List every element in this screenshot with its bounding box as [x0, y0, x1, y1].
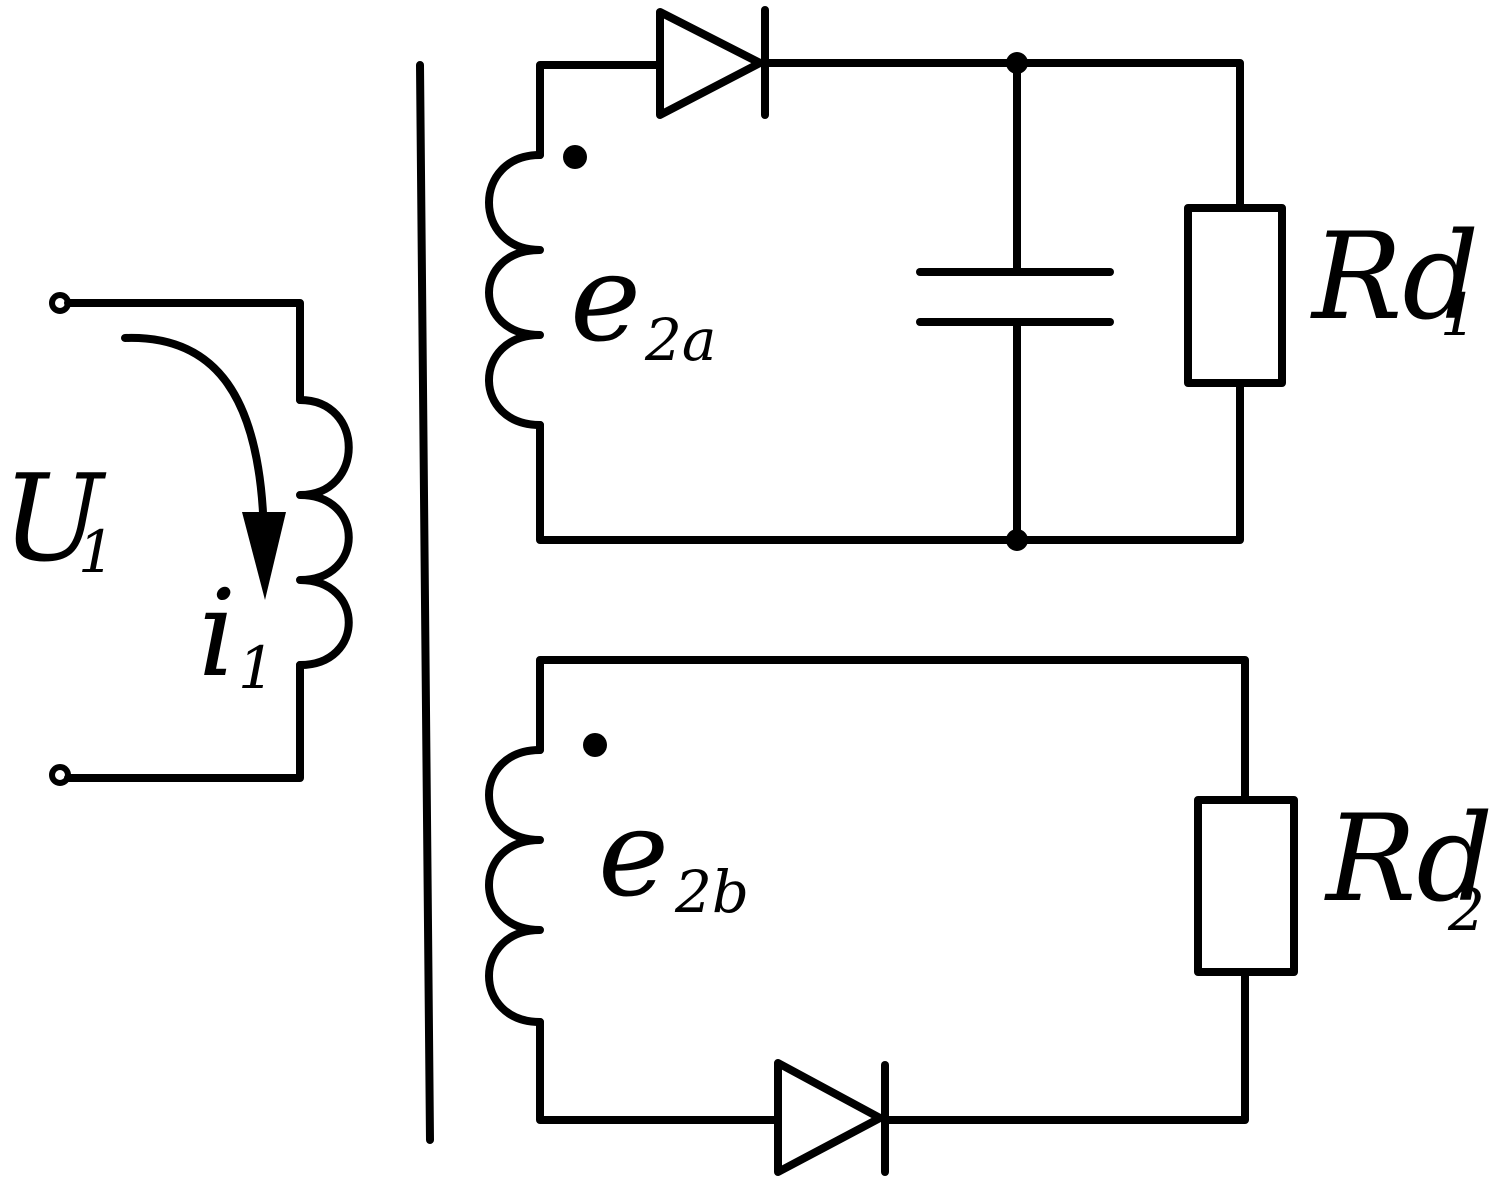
capacitor-a	[916, 59, 1114, 542]
svg-text:U: U	[2, 450, 107, 589]
primary-wire-top	[64, 299, 304, 404]
diode-a	[656, 6, 769, 119]
secondary-circuit-b	[485, 656, 1298, 1176]
transformer-core	[416, 61, 434, 1144]
primary-wire-bottom	[64, 661, 304, 782]
wire-b-right	[881, 968, 1249, 1124]
svg-text:Rd: Rd	[1324, 790, 1492, 929]
winding-a-top-wire	[536, 61, 664, 159]
resistor-rd1	[1184, 204, 1286, 387]
svg-text:e: e	[570, 230, 641, 369]
svg-text:2b: 2b	[674, 858, 749, 926]
wire-b-top	[536, 656, 1249, 804]
svg-text:i: i	[198, 565, 236, 704]
label-rd2: Rd 2	[1324, 790, 1492, 944]
primary-winding	[296, 396, 353, 669]
secondary-circuit-a	[485, 6, 1286, 551]
svg-text:e: e	[598, 785, 669, 924]
current-arrowhead	[242, 512, 286, 600]
svg-text:Rd: Rd	[1310, 208, 1479, 347]
wire-b-bottom	[536, 1018, 782, 1124]
wire-a-bottom	[536, 379, 1244, 544]
node-a-bottom	[1006, 529, 1028, 551]
svg-text:1: 1	[78, 518, 115, 586]
label-e2a: e 2a	[570, 230, 716, 374]
svg-text:2: 2	[1447, 876, 1485, 944]
diode-b	[774, 1059, 889, 1176]
svg-text:1: 1	[238, 634, 275, 702]
current-arrow	[121, 333, 268, 544]
label-i1: i 1	[198, 565, 275, 704]
secondary-winding-a	[485, 151, 544, 429]
label-rd1: Rd 1	[1310, 208, 1479, 349]
secondary-winding-b	[485, 746, 544, 1026]
primary-circuit	[49, 292, 353, 786]
polarity-dot-b	[583, 733, 607, 757]
svg-text:1: 1	[1440, 281, 1477, 349]
svg-text:2a: 2a	[644, 306, 716, 374]
polarity-dot-a	[563, 145, 587, 169]
wire-a-top	[761, 59, 1244, 212]
resistor-rd2	[1194, 796, 1298, 976]
label-e2b: e 2b	[598, 785, 749, 926]
label-u1: U 1	[2, 450, 115, 589]
